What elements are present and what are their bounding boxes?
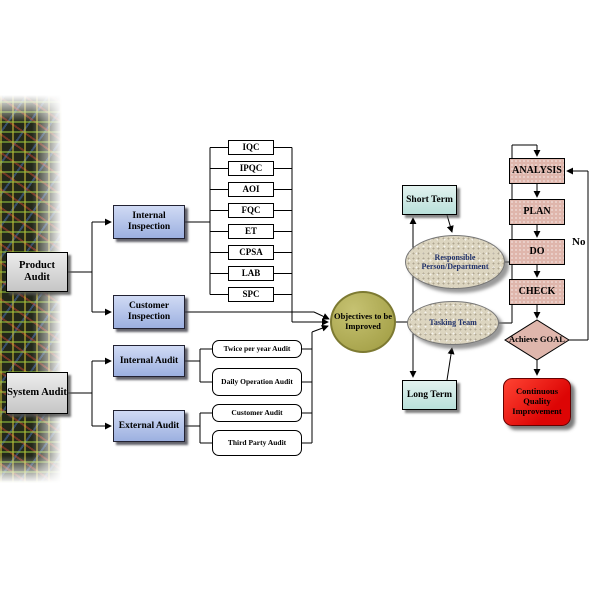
node-customer-inspection: Customer Inspection	[113, 295, 185, 329]
node-customer-audit: Customer Audit	[212, 404, 302, 422]
node-do: DO	[509, 239, 565, 265]
node-analysis: ANALYSIS	[509, 158, 565, 184]
node-cpsa: CPSA	[228, 245, 274, 260]
node-long-term: Long Term	[402, 380, 457, 410]
node-twice-per-year-audit: Twice per year Audit	[212, 340, 302, 358]
node-daily-operation-audit: Daily Operation Audit	[212, 368, 302, 396]
node-achieve-goal-label: Achieve GOAL	[509, 334, 565, 345]
node-product-audit: Product Audit	[6, 252, 68, 292]
node-spc: SPC	[228, 287, 274, 302]
node-plan: PLAN	[509, 199, 565, 225]
connectors	[68, 144, 589, 444]
node-aoi: AOI	[228, 182, 274, 197]
node-continuous-quality-improvement: Continuous Quality Improvement	[503, 378, 571, 426]
node-external-audit: External Audit	[113, 410, 185, 442]
node-tasking-team: Tasking Team	[407, 301, 499, 345]
node-iqc: IQC	[228, 140, 274, 155]
node-lab: LAB	[228, 266, 274, 281]
node-internal-inspection: Internal Inspection	[113, 205, 185, 239]
node-fqc: FQC	[228, 203, 274, 218]
node-ipqc: IPQC	[228, 161, 274, 176]
node-internal-audit: Internal Audit	[113, 345, 185, 377]
achieve-goal-diamond	[504, 319, 570, 361]
node-short-term: Short Term	[402, 185, 457, 215]
node-responsible-person: Responsible Person/Department	[405, 235, 505, 289]
node-third-party-audit: Third Party Audit	[212, 430, 302, 456]
node-check: CHECK	[509, 279, 565, 305]
node-system-audit: System Audit	[6, 372, 68, 414]
node-et: ET	[228, 224, 274, 239]
no-branch-label: No	[572, 236, 586, 248]
node-objectives: Objectives to be Improved	[330, 291, 396, 353]
